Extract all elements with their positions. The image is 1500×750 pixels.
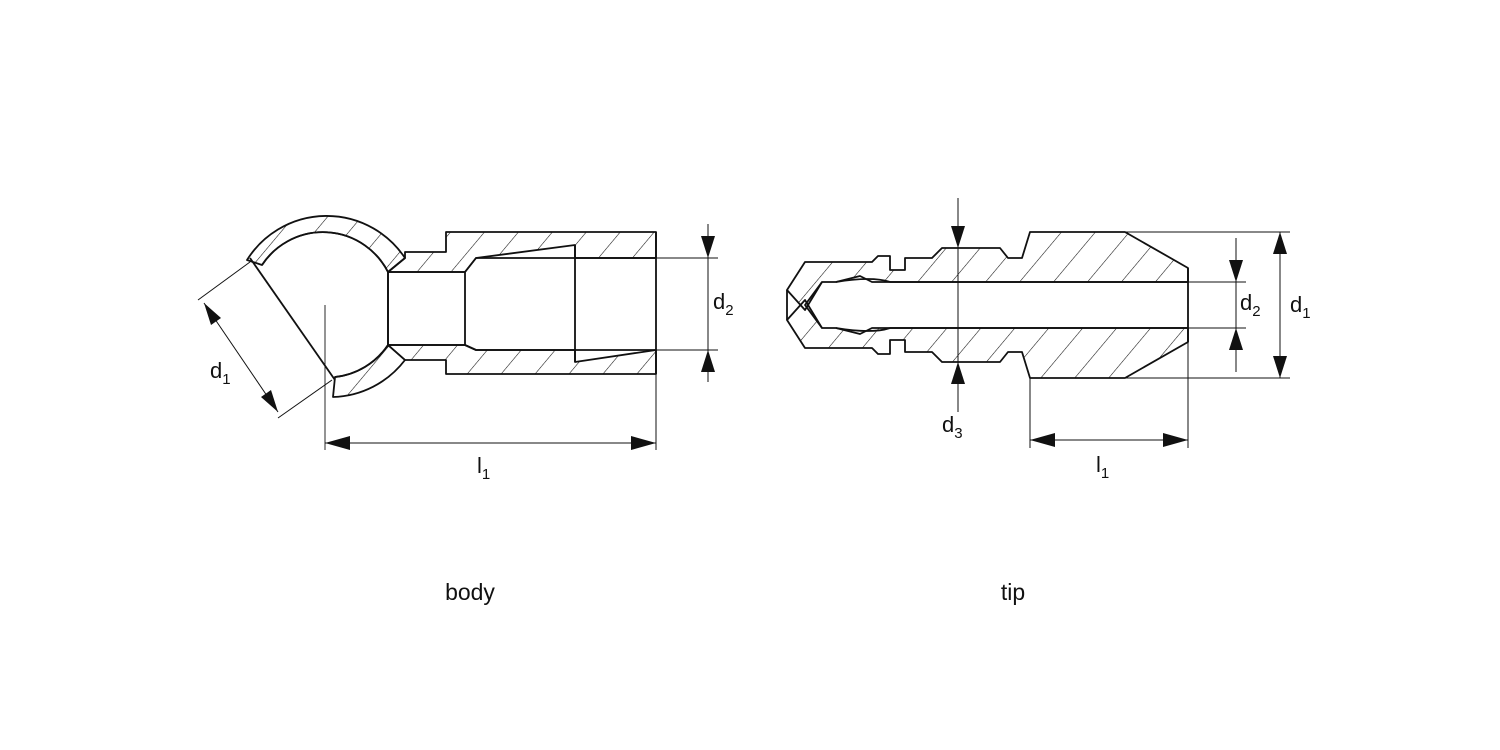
body-d2-label: d2	[713, 289, 734, 319]
tip-d3-label: d3	[942, 412, 963, 442]
body-socket-ring	[246, 215, 406, 273]
body-l1-label: l1	[477, 453, 490, 483]
body-caption: body	[445, 579, 495, 605]
tip-upper-section	[786, 231, 1189, 311]
tip-part: d3 d2 d1 l1 tip	[786, 198, 1311, 605]
body-d2-arrow-top	[701, 236, 715, 258]
tip-caption: tip	[1001, 579, 1025, 605]
tip-d1-arrow-bottom	[1273, 356, 1287, 378]
body-ball	[261, 231, 389, 378]
body-socket-chord	[249, 257, 336, 381]
tip-d2-label: d2	[1240, 290, 1261, 320]
body-d1-label: d1	[210, 358, 231, 388]
body-d2-arrow-bottom	[701, 350, 715, 372]
body-part: d1 d2 l1 body	[197, 215, 734, 605]
body-neck-upper	[387, 231, 657, 273]
body-main-bore-lower	[464, 344, 656, 351]
tip-lower-section	[786, 299, 1189, 379]
tip-d2-arrow-bottom	[1229, 328, 1243, 350]
tip-d1-arrow-top	[1273, 232, 1287, 254]
tip-d3-arrow-top	[951, 226, 965, 248]
body-neck-bore	[387, 271, 466, 346]
body-d1-arrow-top	[204, 303, 221, 325]
body-d1-ext-a	[197, 261, 251, 301]
body-main-bore	[464, 257, 656, 273]
tip-d2-arrow-top	[1229, 260, 1243, 282]
tip-l1-arrow-right	[1163, 433, 1188, 447]
body-d1-arrow-bottom	[261, 390, 278, 412]
tip-d1-label: d1	[1290, 292, 1311, 322]
body-l1-arrow-right	[631, 436, 656, 450]
tip-bore-entry	[804, 278, 891, 332]
body-socket-ring-lower	[332, 344, 406, 398]
tip-l1-arrow-left	[1030, 433, 1055, 447]
body-d1-ext-b	[277, 379, 333, 419]
tip-d3-arrow-bottom	[951, 362, 965, 384]
tip-l1-label: l1	[1096, 452, 1109, 482]
body-l1-arrow-left	[325, 436, 350, 450]
